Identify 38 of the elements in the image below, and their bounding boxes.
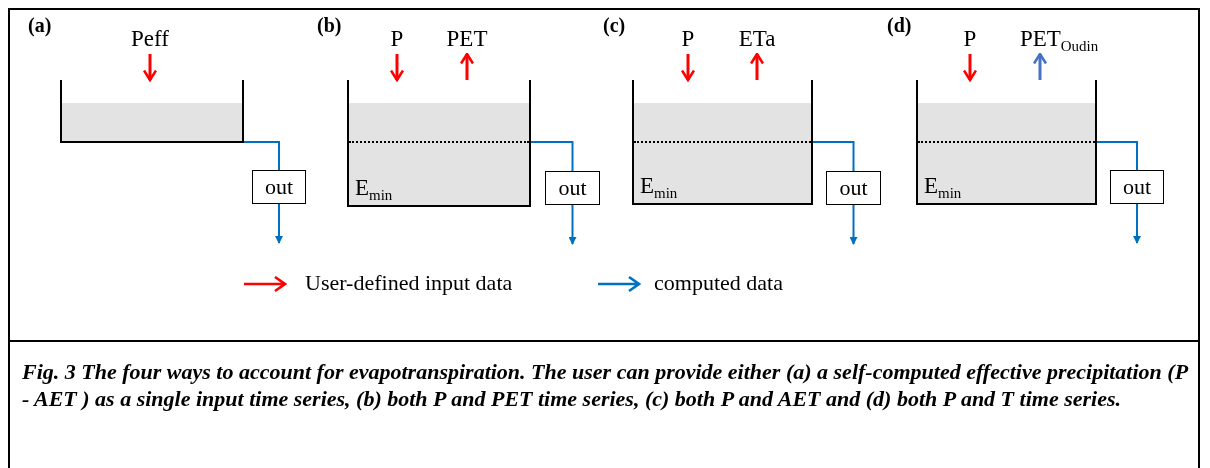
outlet-box: out [252,170,306,204]
arrow [749,52,765,80]
arrow [962,54,978,82]
flux-label: ETa [738,26,776,52]
reservoir-tank [60,80,244,143]
flux-label: Peff [131,26,169,52]
legend-text: computed data [654,270,783,296]
arrow [849,204,858,245]
arrow [275,203,283,244]
panel-label: (d) [887,14,912,37]
legend-text: User-defined input data [305,270,513,296]
arrow [680,54,696,82]
level-label: E$_{min}$ [355,175,393,201]
reservoir-tank [347,80,531,207]
arrow [1032,52,1048,80]
panel-label: (c) [603,14,626,37]
figure-caption: Fig. 3 The four ways to account for evapotranspiration. The user can provide either (a) a self-computed effective precipitation (P - AET ) as a single input time series, (b) both P and PET time series, (c) both P and AET and (d) both P and T time series. [22,358,1189,412]
arrow [142,54,158,82]
flux-label: P [963,26,977,52]
reservoir-tank [916,80,1097,205]
panel-label: (b) [317,14,342,37]
outlet-box: out [545,171,600,205]
arrow [389,54,405,82]
outlet-box: out [1110,170,1164,204]
outlet-box: out [826,171,881,205]
flux-label: PET [446,26,488,52]
arrow [1096,141,1138,171]
reservoir-tank [632,80,813,205]
level-label: E$_{min}$ [640,173,678,199]
level-label: E$_{min}$ [924,173,962,199]
flux-label: P [390,26,404,52]
flux-label: PET$_{Oudin}$ [1019,26,1099,52]
arrow [1133,203,1141,244]
arrow [568,204,577,245]
panel-label: (a) [28,14,52,37]
arrow [243,141,280,171]
flux-label: P [681,26,695,52]
arrow [459,52,475,80]
